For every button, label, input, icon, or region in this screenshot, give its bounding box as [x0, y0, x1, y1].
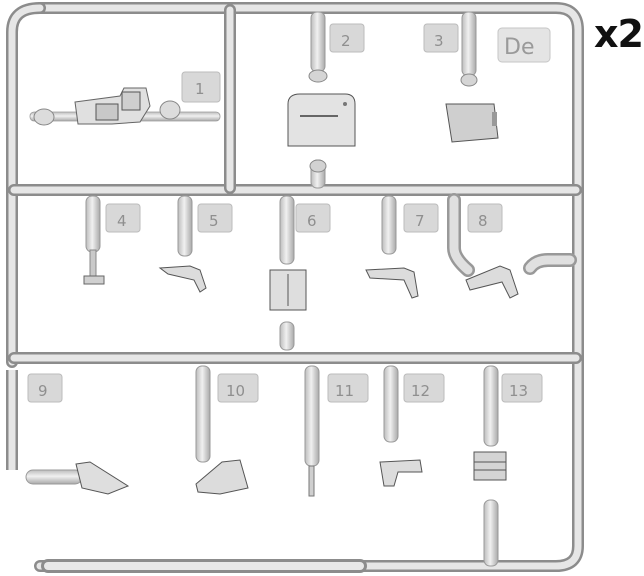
quantity-label: x2 [594, 12, 644, 56]
part-12: 12 [379, 365, 445, 487]
part-5: 5 [158, 195, 233, 293]
part-number-label: 4 [117, 212, 127, 230]
sprue-code: De [504, 35, 534, 60]
part-11: 11 [304, 365, 369, 497]
part-number-label: 13 [509, 382, 528, 400]
part-4: 4 [83, 195, 141, 285]
part-number-label: 9 [38, 382, 48, 400]
part-2: 2 [287, 11, 365, 189]
sprue-code-tab [497, 27, 551, 63]
part-number-label: 7 [415, 212, 425, 230]
part-7: 7 [365, 195, 439, 299]
sprue-outer-frame [5, 2, 584, 573]
part-number-label: 2 [341, 32, 351, 50]
part-number-label: 3 [434, 32, 444, 50]
part-3: 3 [423, 11, 499, 143]
part-1: 1 [29, 71, 221, 126]
part-number-label: 6 [307, 212, 317, 230]
part-6: 6 [269, 195, 331, 351]
part-9: 9 [25, 373, 130, 495]
part-number-label: 8 [478, 212, 488, 230]
part-8: 8 [447, 193, 577, 299]
part-10: 10 [195, 365, 259, 495]
part-number-label: 12 [411, 382, 430, 400]
sprue-runners [8, 4, 582, 364]
part-13: 13 [473, 365, 543, 567]
part-number-label: 10 [226, 382, 245, 400]
part-number-label: 11 [335, 382, 354, 400]
part-number-label: 5 [209, 212, 219, 230]
part-number-label: 1 [195, 80, 205, 98]
